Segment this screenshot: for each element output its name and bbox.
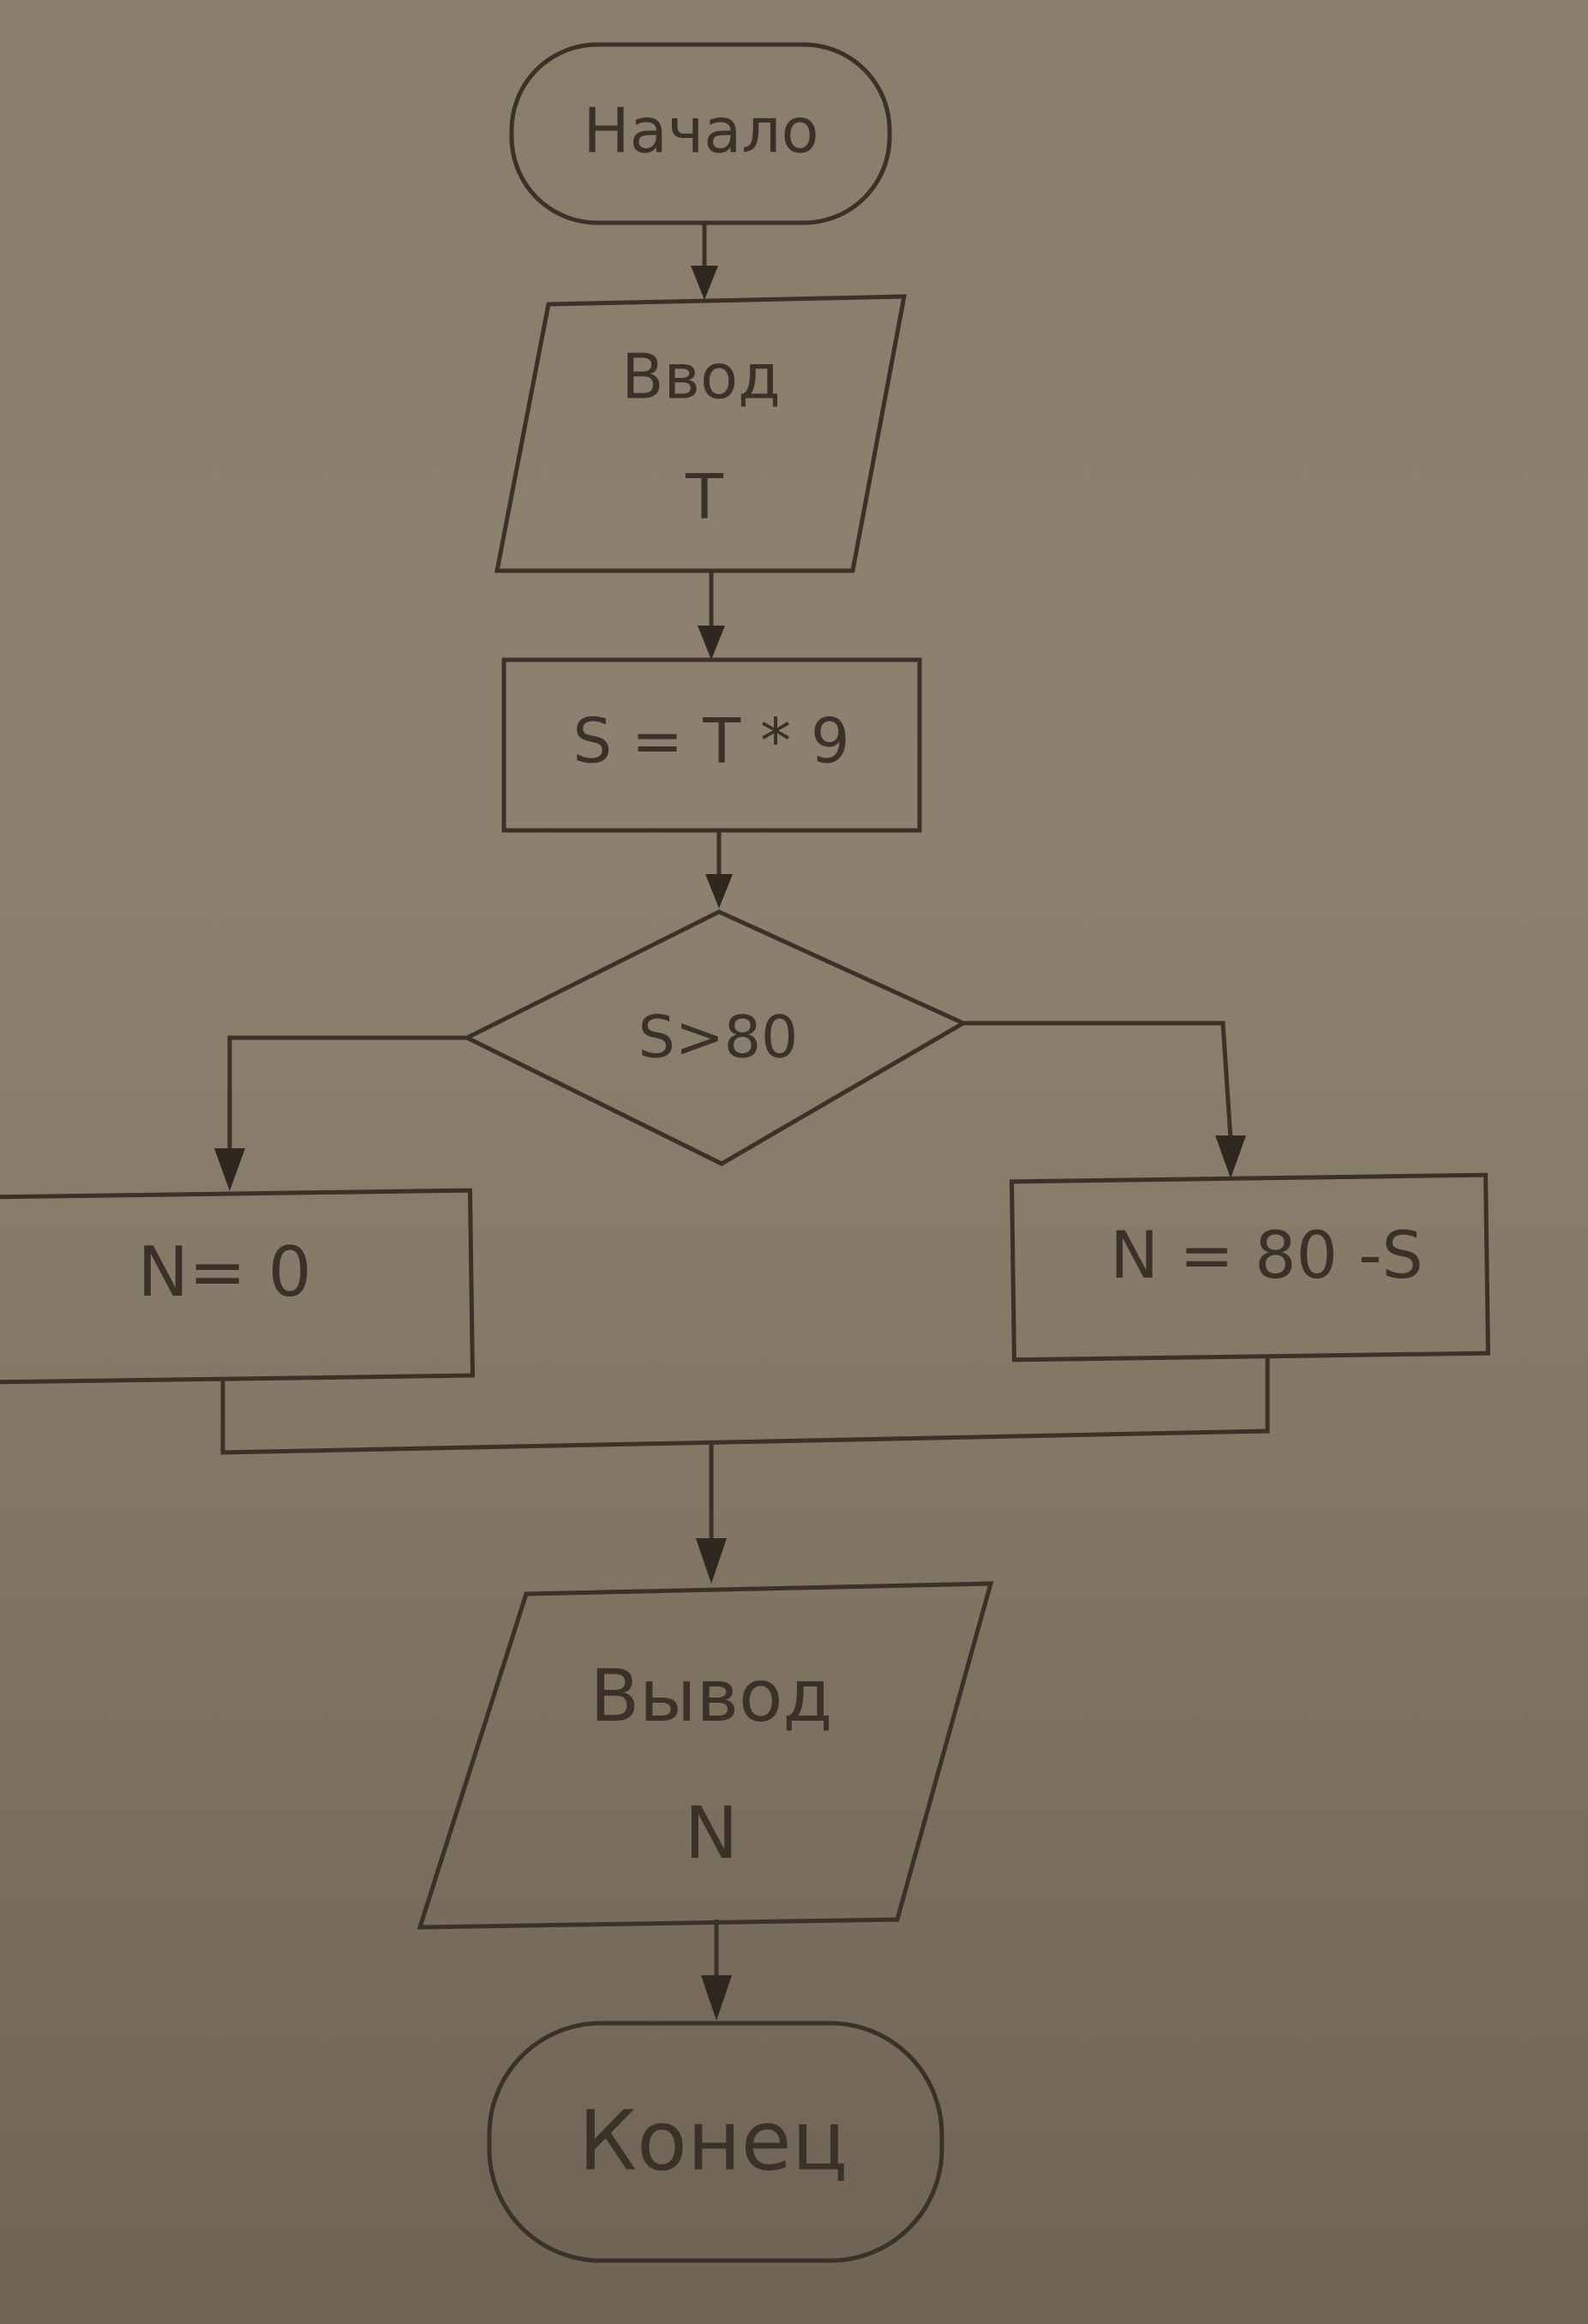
- left-branch-label: N= 0: [137, 1232, 311, 1312]
- input-variable: T: [685, 461, 724, 533]
- process-block: S = T * 9: [501, 657, 922, 833]
- decision-label: S>80: [638, 1004, 799, 1072]
- start-label: Начало: [584, 95, 819, 167]
- arrow-output-end: [701, 1920, 732, 2021]
- arrow-decision-left: [214, 1035, 467, 1191]
- arrow-process-decision: [705, 830, 733, 908]
- merge-connector: [220, 1357, 1270, 1584]
- arrow-start-input: [691, 223, 718, 300]
- output-block: Вывод N: [416, 1581, 994, 1930]
- decision-block: S>80: [462, 909, 968, 1166]
- arrow-input-process: [698, 571, 725, 660]
- process-label: S = T * 9: [572, 705, 849, 777]
- input-label: Ввод: [621, 341, 781, 413]
- right-branch-label: N = 80 -S: [1110, 1217, 1423, 1293]
- output-variable: N: [685, 1791, 739, 1875]
- right-branch-block: N = 80 -S: [1010, 1172, 1490, 1363]
- start-terminator: Начало: [509, 42, 892, 225]
- end-label: Конец: [578, 2093, 848, 2189]
- output-label: Вывод: [590, 1654, 833, 1738]
- left-branch-block: N= 0: [0, 1188, 476, 1385]
- end-terminator: Конец: [487, 2021, 944, 2263]
- arrow-decision-right: [963, 1021, 1246, 1178]
- input-block: Ввод T: [494, 294, 908, 573]
